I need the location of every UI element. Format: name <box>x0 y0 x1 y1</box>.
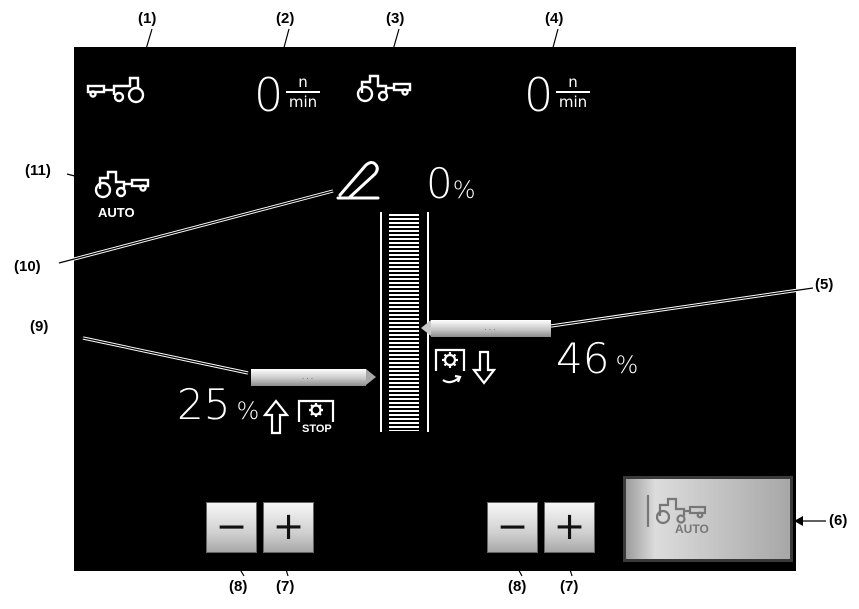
lower-limit-minus-button[interactable]: − <box>206 502 257 553</box>
tractor-front-implement-icon <box>86 76 145 104</box>
callout-11: (11) <box>25 162 51 179</box>
callout-9: (9) <box>30 318 49 335</box>
rear-speed-unit-top: n <box>556 74 590 93</box>
upper-limit-plus-button[interactable]: + <box>544 502 595 553</box>
gauge-left-border <box>380 212 382 432</box>
lower-limit-slider[interactable]: ... <box>251 369 366 386</box>
rear-speed-unit-bottom: min <box>558 93 588 111</box>
callout-5: (5) <box>815 276 834 293</box>
callout-1: (1) <box>138 10 157 27</box>
lower-limit-unit: % <box>236 397 260 425</box>
upper-limit-number: 46 <box>556 334 610 383</box>
hitch-position-value: 0% <box>426 163 476 211</box>
rear-speed-value: 0 <box>524 68 554 122</box>
accelerator-pedal-icon <box>336 161 380 200</box>
hitch-position-number: 0 <box>426 159 453 208</box>
callout-4: (4) <box>545 10 564 27</box>
callout-10: (10) <box>14 258 41 275</box>
pto-engage-icon <box>434 348 466 384</box>
callout-7-left: (7) <box>276 578 295 595</box>
front-speed-unit-bottom: min <box>288 93 318 111</box>
upper-limit-slider[interactable]: ... <box>431 320 551 337</box>
pto-stop-icon <box>297 399 335 422</box>
arrow-up-icon <box>263 399 289 435</box>
auto-mode-label: AUTO <box>98 205 135 220</box>
tractor-auto-icon <box>94 170 150 199</box>
callout-6: (6) <box>829 512 848 529</box>
callout-8-left: (8) <box>229 578 248 595</box>
pto-stop-label: STOP <box>302 423 332 435</box>
callout-2: (2) <box>276 10 295 27</box>
upper-limit-unit: % <box>615 351 639 379</box>
auto-button-tractor-icon <box>646 495 707 527</box>
upper-limit-slider-grip: ... <box>484 322 498 332</box>
tractor-rear-implement-icon <box>356 74 412 103</box>
auto-mode-button[interactable]: AUTO <box>623 476 793 562</box>
upper-limit-minus-button[interactable]: − <box>487 502 538 553</box>
auto-button-label: AUTO <box>675 522 709 536</box>
callout-3: (3) <box>386 10 405 27</box>
upper-limit-slider-tip[interactable] <box>421 320 431 336</box>
arrow-down-icon <box>472 350 496 385</box>
front-speed-unit: n min <box>286 74 320 110</box>
lower-limit-number: 25 <box>177 380 231 429</box>
lower-limit-slider-tip[interactable] <box>366 369 376 385</box>
upper-limit-value: 46% <box>556 338 638 386</box>
front-speed-unit-top: n <box>286 74 320 93</box>
lower-limit-value: 25% <box>177 384 259 432</box>
front-speed-value: 0 <box>254 68 284 122</box>
hitch-position-gauge <box>389 214 419 431</box>
callout-8-right: (8) <box>508 578 527 595</box>
rear-speed-unit: n min <box>556 74 590 110</box>
lower-limit-slider-grip: ... <box>301 371 316 381</box>
callout-7-right: (7) <box>560 578 579 595</box>
lower-limit-plus-button[interactable]: + <box>263 502 314 553</box>
hitch-position-unit: % <box>452 176 476 204</box>
